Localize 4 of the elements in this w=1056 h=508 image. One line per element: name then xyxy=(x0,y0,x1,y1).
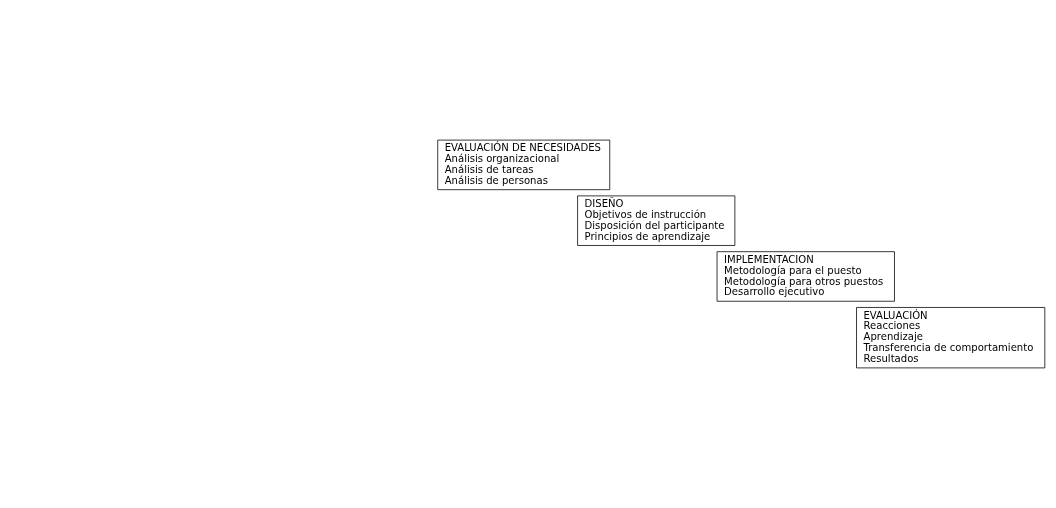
node-box: IMPLEMENTACION Metodología para el puesto Metodología para otros puestos Desarrollo ejecutivo xyxy=(716,251,895,302)
node-box: EVALUACIÓN Reacciones Aprendizaje Transferencia de comportamiento Resultados xyxy=(856,307,1046,369)
node-box: DISEÑO Objetivos de instrucción Disposición del participante Principios de aprendizaje xyxy=(577,195,736,246)
node-box: EVALUACIÓN DE NECESIDADES Análisis organizacional Análisis de tareas Análisis de personas xyxy=(437,139,611,191)
